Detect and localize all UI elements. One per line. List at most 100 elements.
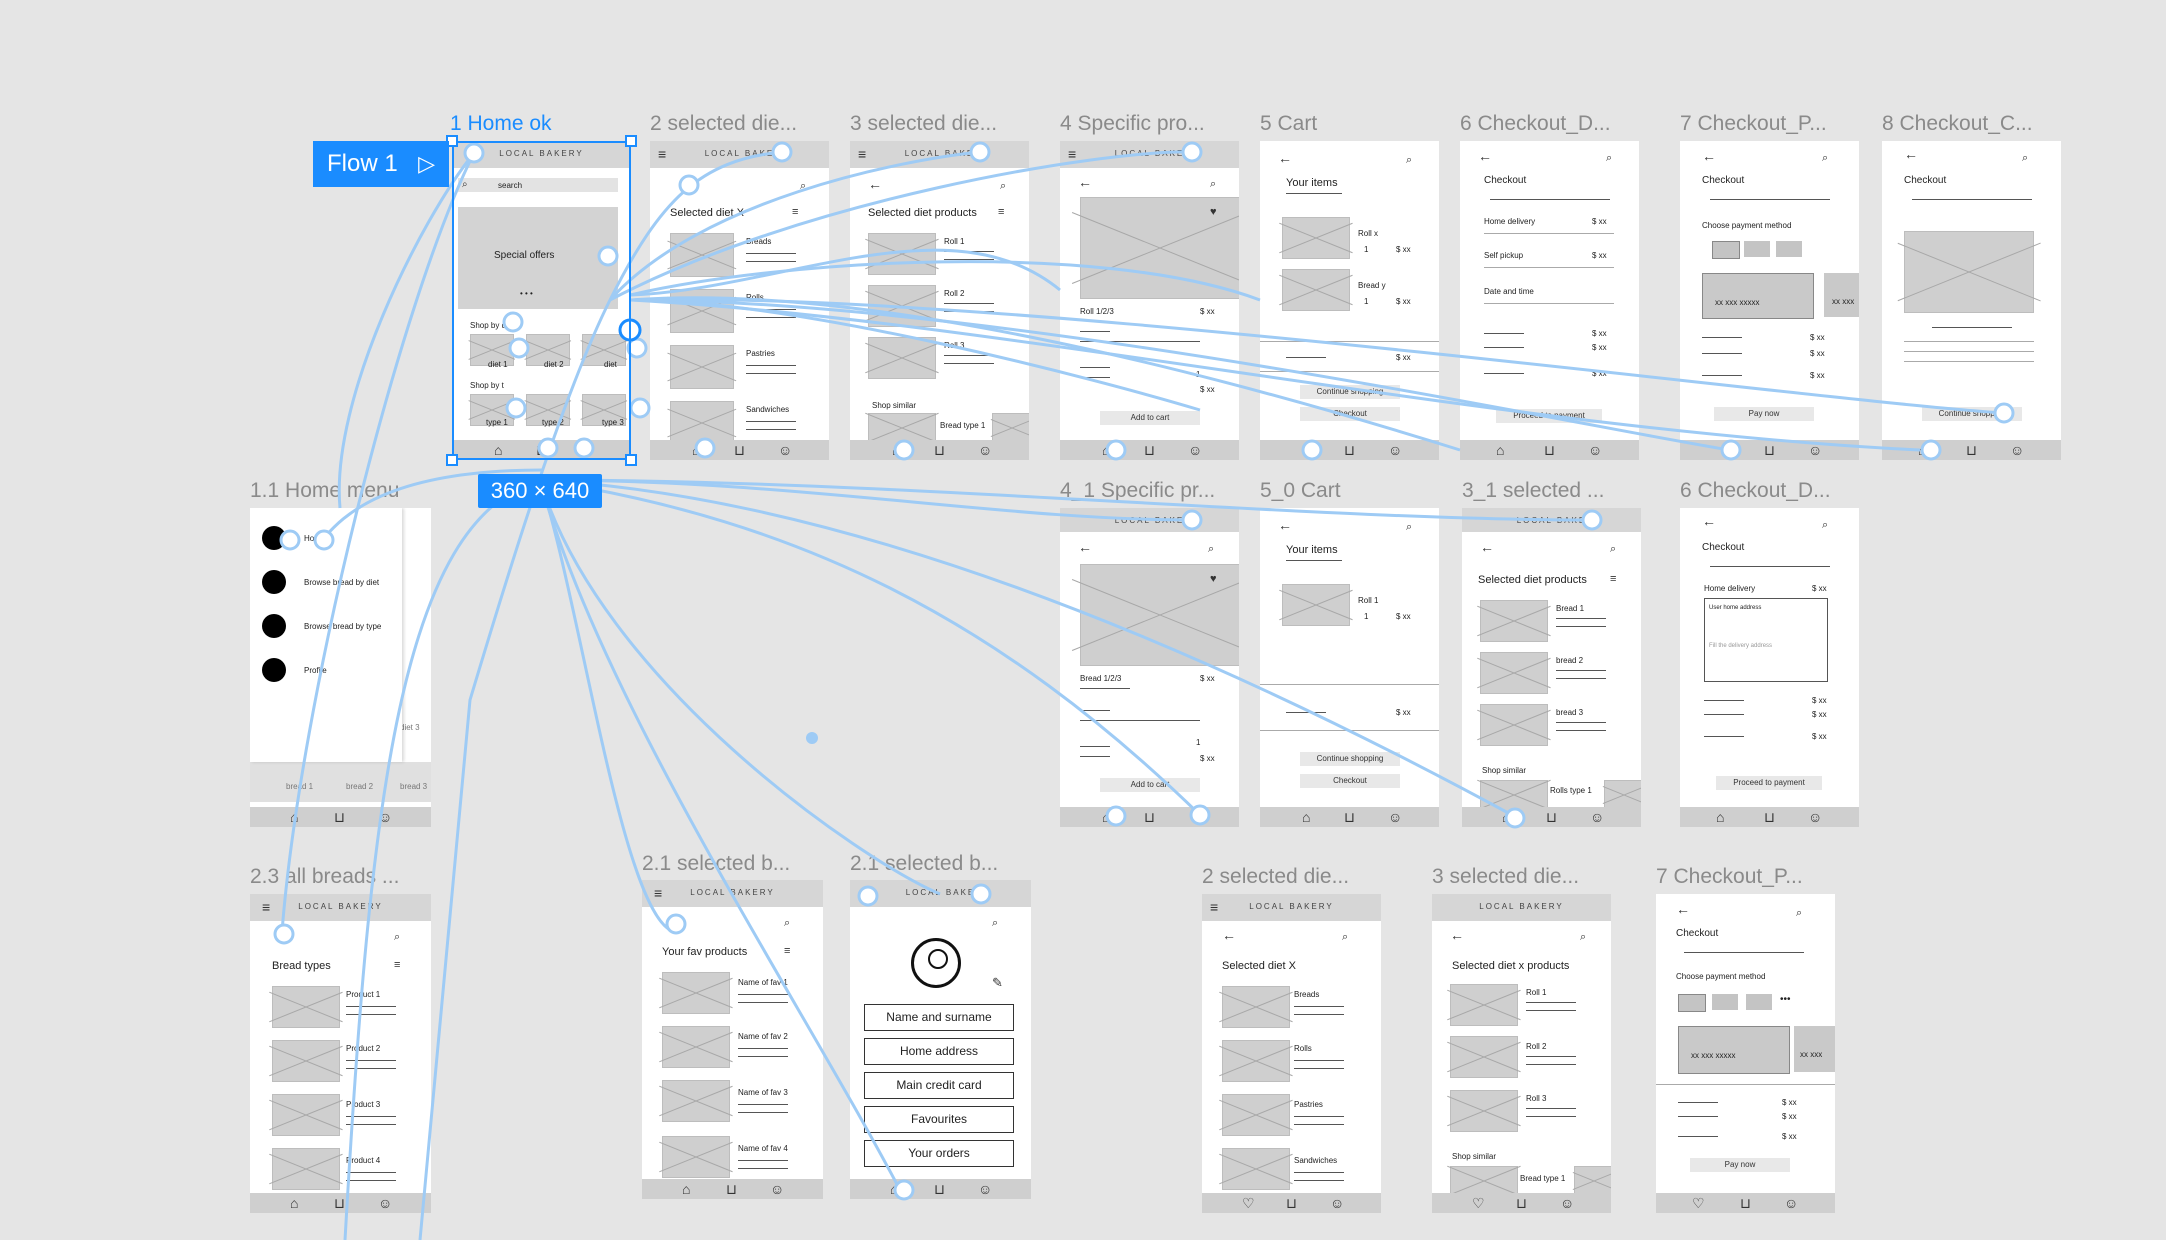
cart-icon[interactable]: ⊔ <box>734 442 745 458</box>
profile-icon[interactable]: ☺ <box>1388 809 1403 825</box>
cart-icon[interactable]: ⊔ <box>1764 809 1775 825</box>
back-arrow-icon[interactable]: ← <box>1904 146 1918 162</box>
product-thumbnail[interactable] <box>868 337 936 379</box>
frame-title-diet3[interactable]: 3 selected die... <box>850 112 998 135</box>
frame-title-checkout7b[interactable]: 7 Checkout_P... <box>1656 865 1803 888</box>
quantity-stepper[interactable]: 1 <box>1364 297 1369 306</box>
credit-card-button[interactable]: Main credit card <box>864 1072 1014 1099</box>
credit-card[interactable]: xx xxx <box>1824 273 1859 317</box>
home-icon[interactable]: ⌂ <box>892 442 901 458</box>
profile-icon[interactable]: ☺ <box>978 1181 993 1197</box>
cart-icon[interactable]: ⊔ <box>1344 442 1355 458</box>
product-thumbnail[interactable] <box>1222 1040 1290 1082</box>
frame-title-diet2[interactable]: 2 selected die... <box>650 112 798 135</box>
product-thumbnail[interactable] <box>1450 1090 1518 1132</box>
product-thumbnail[interactable] <box>670 345 734 389</box>
credit-card[interactable]: xx xxx xxxxx <box>1678 1026 1790 1074</box>
frame-profile21[interactable]: ≡ LOCAL BAKE ⌕ ✎ Name and surname Home a… <box>850 880 1031 1199</box>
home-icon[interactable]: ⌂ <box>1722 442 1731 458</box>
more-options-icon[interactable]: ••• <box>1780 994 1791 1005</box>
product-thumbnail[interactable] <box>868 285 936 327</box>
pay-now-button[interactable]: Pay now <box>1690 1158 1790 1172</box>
cart-icon[interactable]: ⊔ <box>334 809 345 825</box>
home-icon[interactable]: ⌂ <box>1716 809 1725 825</box>
menu-icon[interactable]: ≡ <box>1210 899 1219 915</box>
quantity-stepper[interactable]: 1 <box>1364 245 1369 254</box>
fav-thumbnail[interactable] <box>662 972 730 1014</box>
new-address-field[interactable]: Fill the delivery address <box>1709 643 1773 649</box>
cart-icon[interactable]: ⊔ <box>934 442 945 458</box>
frame-title-diet3b[interactable]: 3 selected die... <box>1432 865 1580 888</box>
play-icon[interactable]: ▷ <box>418 151 435 176</box>
frame-diet2[interactable]: ≡ LOCAL BAKE ⌕ Selected diet X ≡ Breads … <box>650 141 829 460</box>
checkout-button[interactable]: Checkout <box>1300 407 1400 421</box>
payment-option[interactable] <box>1678 994 1706 1012</box>
home-icon[interactable]: ⌂ <box>890 1181 899 1197</box>
frame-title-checkout8[interactable]: 8 Checkout_C... <box>1882 112 2033 135</box>
search-icon[interactable]: ⌕ <box>1406 521 1413 533</box>
menu-item[interactable]: Home <box>304 534 326 543</box>
back-arrow-icon[interactable]: ← <box>1450 927 1464 943</box>
product-thumbnail[interactable] <box>272 1094 340 1136</box>
checkout-button[interactable]: Checkout <box>1300 774 1400 788</box>
product-thumbnail[interactable] <box>1480 704 1548 746</box>
search-icon[interactable]: ⌕ <box>1606 152 1613 164</box>
search-icon[interactable]: ⌕ <box>1342 931 1349 943</box>
payment-option[interactable] <box>1776 241 1802 257</box>
address-button[interactable]: Home address <box>864 1038 1014 1065</box>
cart-icon[interactable]: ⊔ <box>1764 442 1775 458</box>
profile-icon[interactable]: ☺ <box>778 442 793 458</box>
home-icon[interactable]: ⌂ <box>1302 442 1311 458</box>
home-icon[interactable]: ⌂ <box>1102 809 1111 825</box>
continue-shopping-button[interactable]: Continue shopping <box>1300 385 1400 399</box>
frame-diet3[interactable]: ≡ LOCAL BAKE ← ⌕ Selected diet products … <box>850 141 1029 460</box>
profile-icon[interactable]: ☺ <box>1188 809 1203 825</box>
resize-handle[interactable] <box>625 454 637 466</box>
similar-thumbnail[interactable] <box>992 413 1029 443</box>
frame-allbreads[interactable]: ≡ LOCAL BAKERY ⌕ Bread types ≡ Product 1… <box>250 894 431 1213</box>
cart-icon[interactable]: ⊔ <box>1740 1195 1751 1211</box>
frame-fav21[interactable]: ≡ LOCAL BAKERY ⌕ Your fav products ≡ Nam… <box>642 880 823 1199</box>
frame-title-diet31[interactable]: 3_1 selected ... <box>1462 479 1605 502</box>
fav-thumbnail[interactable] <box>662 1080 730 1122</box>
payment-option[interactable] <box>1746 994 1772 1010</box>
home-icon[interactable]: ⌂ <box>1918 442 1927 458</box>
profile-icon[interactable]: ☺ <box>1590 809 1605 825</box>
back-arrow-icon[interactable]: ← <box>1278 150 1292 166</box>
frame-title-allbreads[interactable]: 2.3 all breads ... <box>250 865 400 888</box>
product-thumbnail[interactable] <box>1222 1094 1290 1136</box>
fav-thumbnail[interactable] <box>662 1136 730 1178</box>
address-box[interactable]: User home address Fill the delivery addr… <box>1704 598 1828 682</box>
search-icon[interactable]: ⌕ <box>2022 152 2029 164</box>
edit-icon[interactable]: ✎ <box>992 975 1003 990</box>
frame-checkout6b[interactable]: ← ⌕ Checkout Home delivery $ xx User hom… <box>1680 508 1859 827</box>
profile-icon[interactable]: ☺ <box>1560 1195 1575 1211</box>
flow-start-badge[interactable]: Flow 1 ▷ <box>313 141 449 187</box>
back-arrow-icon[interactable]: ← <box>1702 513 1716 529</box>
search-icon[interactable]: ⌕ <box>1208 543 1215 555</box>
frame-title-product4[interactable]: 4 Specific pro... <box>1060 112 1205 135</box>
product-thumbnail[interactable] <box>1222 1148 1290 1190</box>
search-icon[interactable]: ⌕ <box>1406 154 1413 166</box>
cart-icon[interactable]: ⊔ <box>726 1181 737 1197</box>
similar-thumbnail[interactable] <box>1480 780 1548 810</box>
product-thumbnail[interactable] <box>1450 1036 1518 1078</box>
heart-icon[interactable]: ♡ <box>1692 1195 1705 1211</box>
frame-title-checkout6b[interactable]: 6 Checkout_D... <box>1680 479 1831 502</box>
home-icon[interactable]: ⌂ <box>1502 809 1511 825</box>
frame-title-checkout7[interactable]: 7 Checkout_P... <box>1680 112 1827 135</box>
profile-icon[interactable]: ☺ <box>1784 1195 1799 1211</box>
heart-icon[interactable]: ♥ <box>1210 206 1217 218</box>
search-icon[interactable]: ⌕ <box>1822 152 1829 164</box>
frame-title-product41[interactable]: 4_1 Specific pr... <box>1060 479 1216 502</box>
profile-icon[interactable]: ☺ <box>1388 442 1403 458</box>
home-icon[interactable]: ⌂ <box>290 809 299 825</box>
heart-icon[interactable]: ♡ <box>1242 1195 1255 1211</box>
back-arrow-icon[interactable]: ← <box>1702 148 1716 164</box>
frame-title-diet2b[interactable]: 2 selected die... <box>1202 865 1350 888</box>
product-thumbnail[interactable] <box>1450 984 1518 1026</box>
quantity-stepper[interactable]: 1 <box>1196 370 1201 379</box>
back-arrow-icon[interactable]: ← <box>1222 927 1236 943</box>
frame-title-checkout6[interactable]: 6 Checkout_D... <box>1460 112 1611 135</box>
cart-icon[interactable]: ⊔ <box>1966 442 1977 458</box>
